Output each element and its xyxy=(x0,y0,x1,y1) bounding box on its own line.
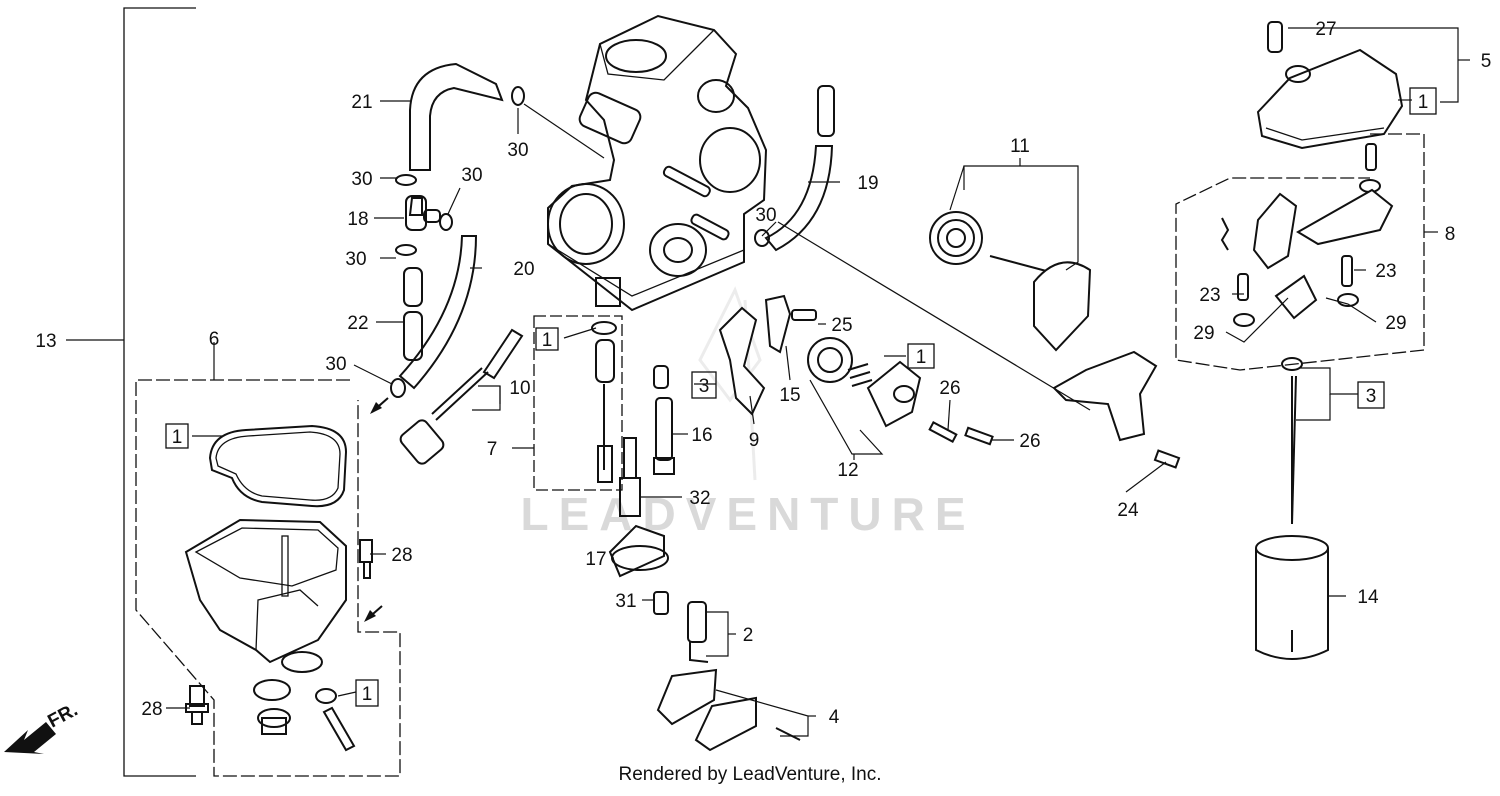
throttle-arm-9 xyxy=(718,306,766,416)
callout-24: 24 xyxy=(1117,500,1139,521)
callout-23: 23 xyxy=(1199,285,1220,306)
watermark: LEADVENTURE xyxy=(520,488,975,540)
lever-24 xyxy=(1052,350,1181,469)
screws-26 xyxy=(928,421,994,446)
callout-30: 30 xyxy=(325,354,346,375)
callout-28: 28 xyxy=(141,699,162,720)
float-4 xyxy=(656,668,801,752)
callout-18: 18 xyxy=(347,209,368,230)
callout-6: 6 xyxy=(209,329,220,350)
top-cover-5 xyxy=(1256,21,1404,150)
callout-labels: 1 1 1 1 1 2 3 3 4 5 6 7 8 9 10 11 12 13 … xyxy=(35,19,1491,728)
callout-16: 16 xyxy=(691,425,712,446)
callout-1: 1 xyxy=(916,347,927,368)
assembly-bracket-13 xyxy=(66,7,196,777)
callout-4: 4 xyxy=(829,707,840,728)
callout-29: 29 xyxy=(1385,313,1406,334)
callout-17: 17 xyxy=(585,549,606,570)
callout-31: 31 xyxy=(615,591,636,612)
hose-group xyxy=(390,62,525,398)
callout-1: 1 xyxy=(362,684,373,705)
callout-22: 22 xyxy=(347,313,368,334)
arm-15 xyxy=(764,294,817,354)
accelerator-pump-12 xyxy=(807,337,922,428)
callout-30: 30 xyxy=(507,140,528,161)
jet-needle-3 xyxy=(1281,357,1303,525)
vent-hose-19 xyxy=(754,85,835,252)
callout-20: 20 xyxy=(513,259,534,280)
callout-box xyxy=(535,327,559,351)
callout-3: 3 xyxy=(1366,386,1377,407)
callout-10: 10 xyxy=(509,378,530,399)
leader-lines xyxy=(166,27,1470,737)
callout-26: 26 xyxy=(939,378,960,399)
callout-8: 8 xyxy=(1445,224,1456,245)
callout-14: 14 xyxy=(1357,587,1379,608)
front-direction-arrow: FR. xyxy=(4,700,81,754)
footer-credit: Rendered by LeadVenture, Inc. xyxy=(618,764,881,785)
callout-25: 25 xyxy=(831,315,852,336)
callout-box xyxy=(165,423,189,449)
callout-9: 9 xyxy=(749,430,760,451)
linkage-group-8 xyxy=(1175,133,1425,371)
callout-23: 23 xyxy=(1375,261,1396,282)
callout-19: 19 xyxy=(857,173,878,194)
callout-2: 2 xyxy=(743,625,754,646)
callout-15: 15 xyxy=(779,385,800,406)
callout-11: 11 xyxy=(1010,136,1030,157)
callout-7: 7 xyxy=(487,439,498,460)
callout-1: 1 xyxy=(1418,92,1429,113)
callout-3: 3 xyxy=(699,376,710,397)
callout-30: 30 xyxy=(755,205,776,226)
callout-30: 30 xyxy=(461,165,482,186)
callout-5: 5 xyxy=(1481,51,1492,72)
callout-box xyxy=(1357,381,1385,409)
callout-box xyxy=(691,371,717,399)
float-chamber-group xyxy=(135,342,401,777)
callout-27: 27 xyxy=(1315,19,1336,40)
jets-group xyxy=(608,365,709,663)
callout-21: 21 xyxy=(351,92,372,113)
jet-needle-group xyxy=(533,315,623,491)
callout-boxes xyxy=(165,87,1437,707)
callout-26: 26 xyxy=(1019,431,1040,452)
callout-box xyxy=(1409,87,1437,115)
carburetor-body xyxy=(547,14,768,312)
callout-12: 12 xyxy=(837,460,858,481)
callout-32: 32 xyxy=(689,488,710,509)
callout-1: 1 xyxy=(542,330,553,351)
callout-30: 30 xyxy=(345,249,366,270)
callout-box xyxy=(355,679,379,707)
throttle-valve-14 xyxy=(1255,535,1329,660)
callout-28: 28 xyxy=(391,545,412,566)
pilot-screw-group xyxy=(399,328,524,465)
callout-29: 29 xyxy=(1193,323,1214,344)
callout-1: 1 xyxy=(172,427,183,448)
callout-box xyxy=(907,343,935,369)
callout-30: 30 xyxy=(351,169,372,190)
callout-13: 13 xyxy=(35,331,56,352)
spring-11 xyxy=(929,211,1092,352)
